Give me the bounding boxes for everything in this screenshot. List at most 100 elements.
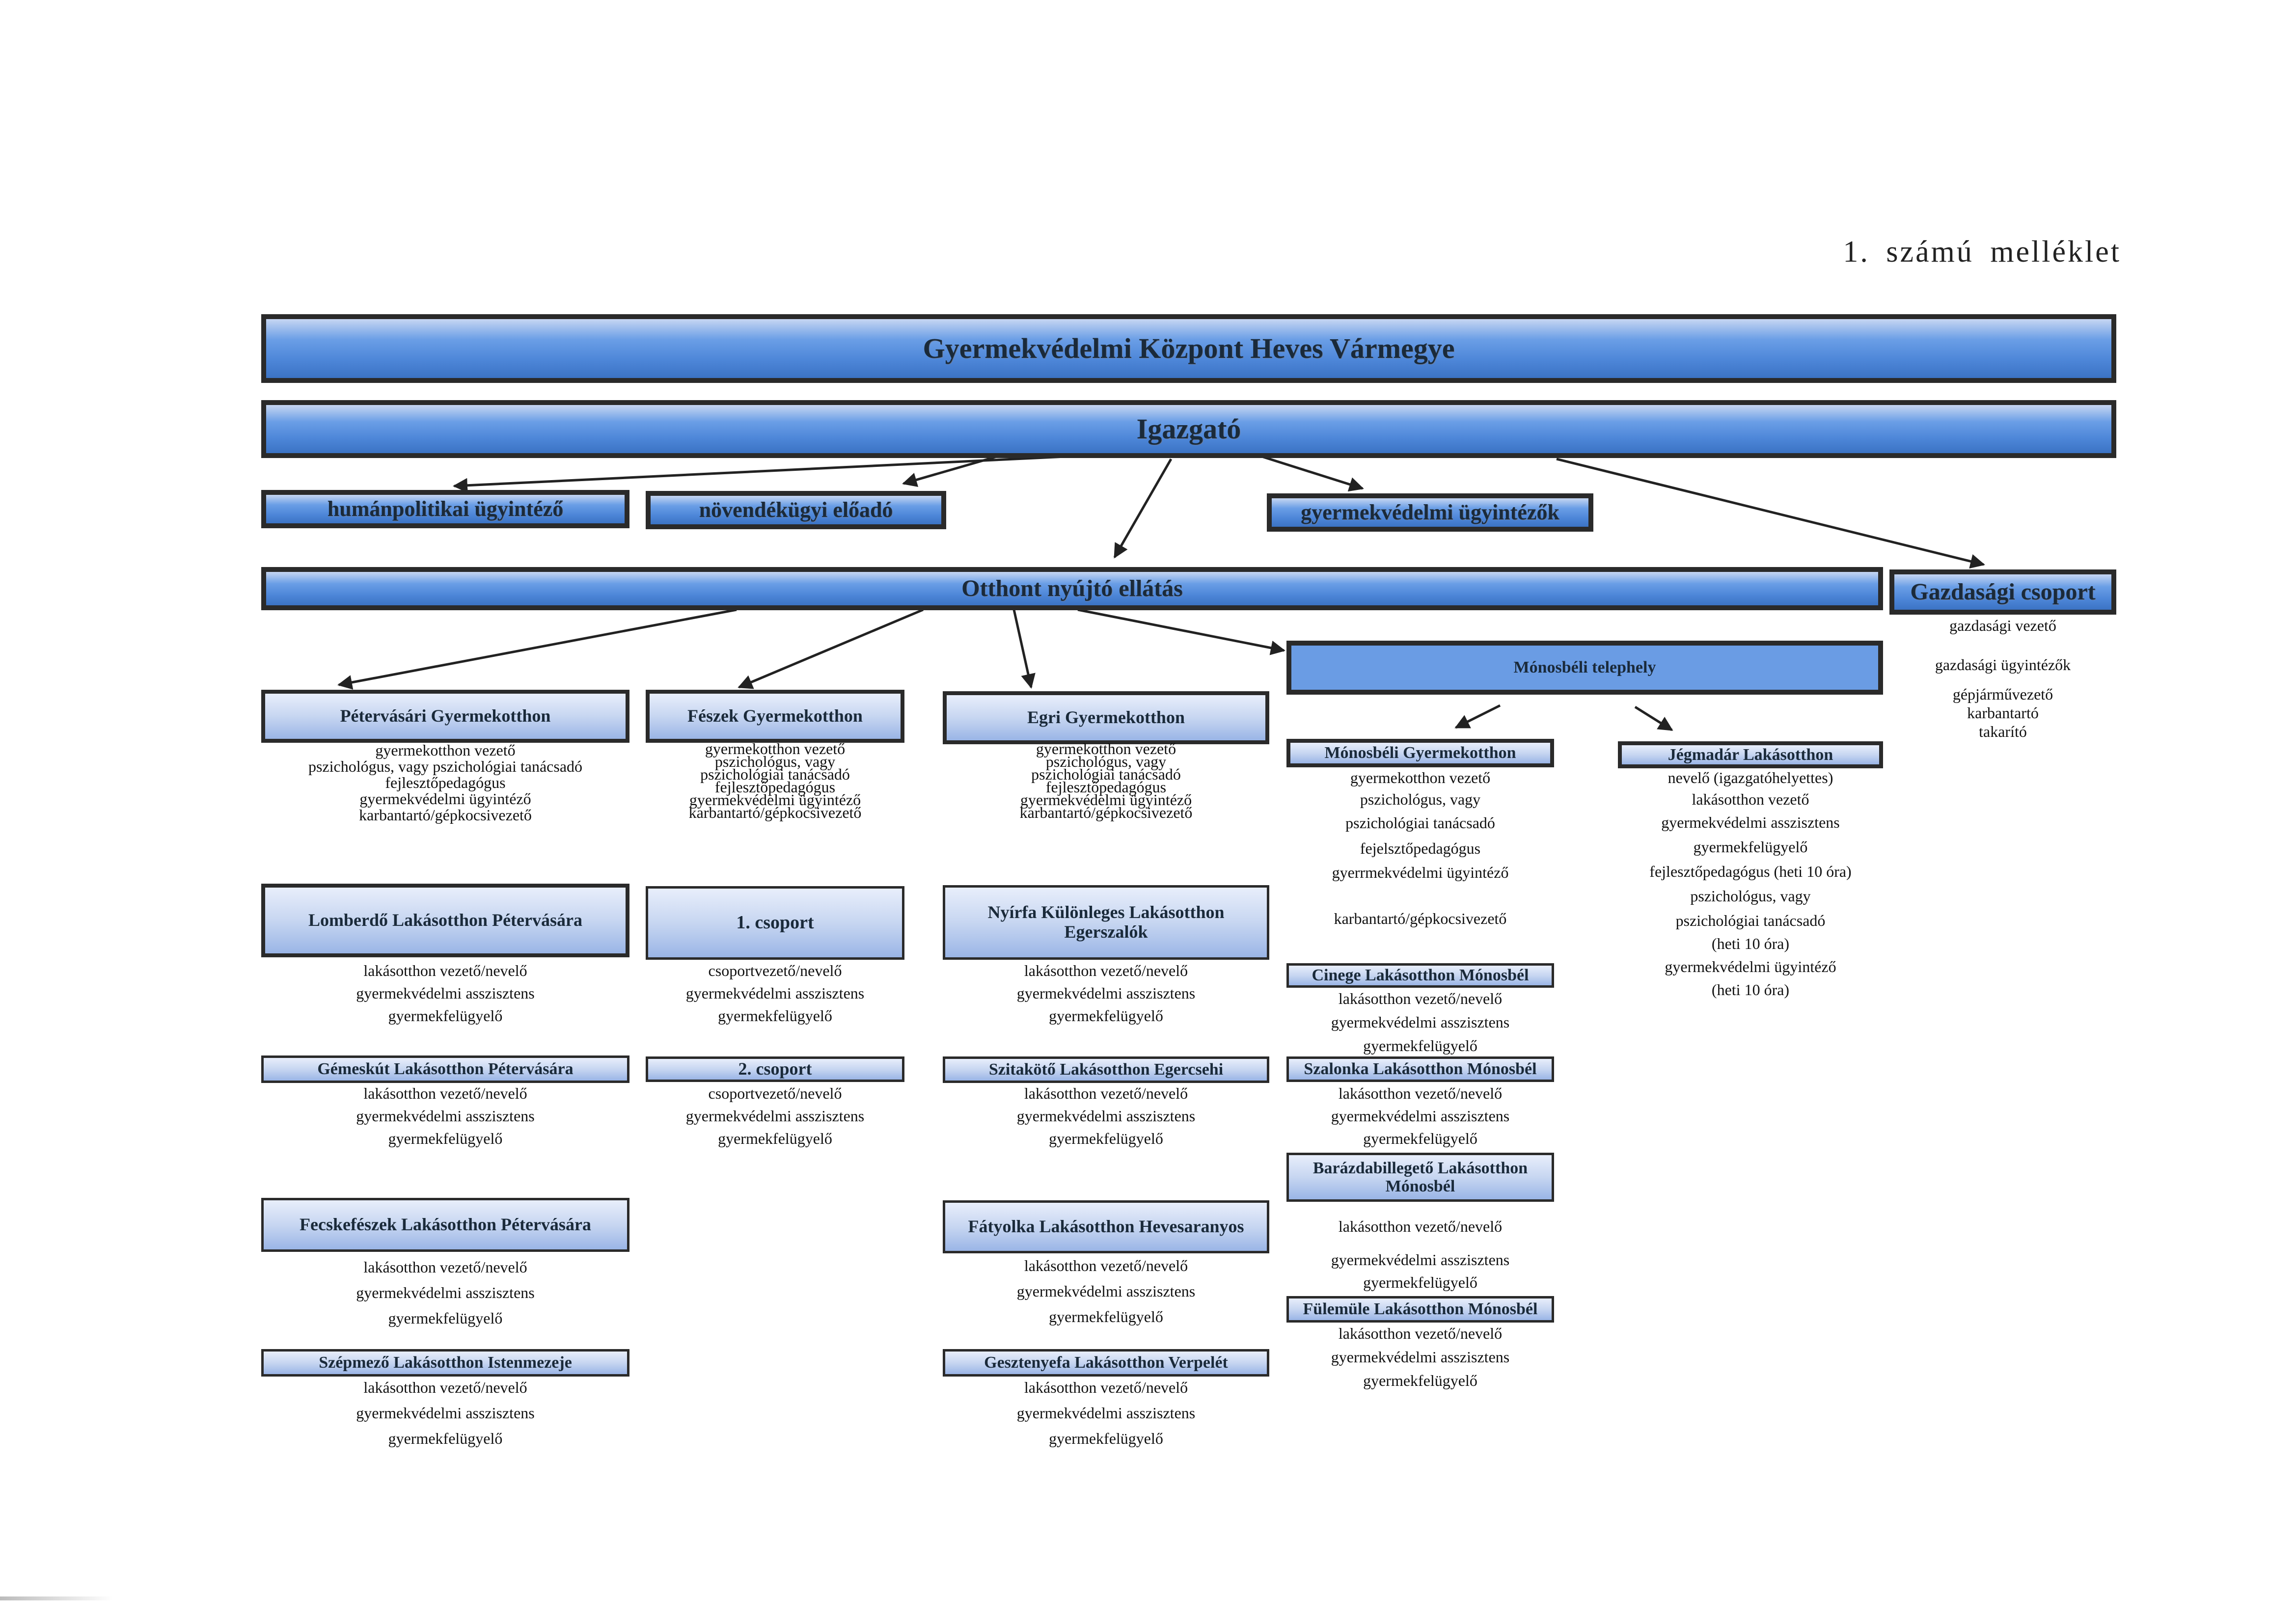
unit-title: Lomberdő Lakásotthon Pétervására xyxy=(308,910,582,930)
role: lakásotthon vezető/nevelő xyxy=(1338,990,1503,1007)
role: pszichológus, vagy xyxy=(1045,753,1167,770)
role: gyermekotthon vezető xyxy=(1036,740,1176,757)
role: gyermekvédelmi asszisztens xyxy=(356,1404,535,1422)
unit-roles: lakásotthon vezető/nevelő gyermekvédelmi… xyxy=(943,1375,1269,1451)
role: gyermekfelügyelő xyxy=(1049,1130,1163,1147)
staff-label: gyermekvédelmi ügyintézők xyxy=(1301,500,1559,524)
arrow-director-to-hr xyxy=(453,455,1066,493)
role: gyermekvédelmi asszisztens xyxy=(1016,1107,1196,1125)
arrow-care-to-petervasar xyxy=(337,608,737,690)
care-unit-box: Otthont nyújtó ellátás xyxy=(261,567,1883,610)
annex-caption: 1. számú melléklet xyxy=(1843,235,2121,269)
unit-title: Szalonka Lakásotthon Mónosbél xyxy=(1304,1060,1537,1079)
role: gyermekfelügyelő xyxy=(1049,1430,1163,1447)
role: gyermekfelügyelő xyxy=(718,1007,832,1025)
home-roles: gyermekotthon vezető pszichológus, vagy … xyxy=(1286,767,1554,930)
site-title: Mónosbéli telephely xyxy=(1513,658,1656,677)
home-title: Fészek Gyermekotthon xyxy=(687,706,863,726)
role: gyermekvédelmi asszisztens xyxy=(356,1107,535,1125)
role: gyermekfelügyelő xyxy=(1363,1273,1477,1291)
role: fejlesztőpedagógus xyxy=(1045,778,1167,796)
role: lakásotthon vezető/nevelő xyxy=(1338,1325,1503,1342)
role: gazdasági vezető xyxy=(1949,617,2056,634)
unit-roles: lakásotthon vezető/nevelő gyermekvédelmi… xyxy=(261,1375,629,1451)
role: lakásotthon vezető/nevelő xyxy=(1024,1084,1188,1102)
role: gyermekotthon vezető xyxy=(705,740,846,757)
home-roles: gyermekotthon vezető pszichológus, vagy … xyxy=(943,740,1269,820)
unit-title: 1. csoport xyxy=(736,912,814,933)
role: gyermekvédelmi asszisztens xyxy=(356,984,535,1002)
role: gyermekfelügyelő xyxy=(388,1007,503,1025)
home-title: Pétervásári Gyermekotthon xyxy=(340,706,551,726)
home-title: Egri Gyermekotthon xyxy=(1027,707,1185,728)
unit-title-line: Barázdabillegető Lakásotthon xyxy=(1312,1159,1528,1177)
unit-roles: lakásotthon vezető/nevelő gyermekvédelmi… xyxy=(261,1082,629,1150)
home-box-monosbel: Mónosbéli Gyermekotthon xyxy=(1286,739,1554,767)
role: gyermekotthon vezető xyxy=(1350,769,1491,786)
director-title: Igazgató xyxy=(1136,413,1241,445)
role: gyermekfelügyelő xyxy=(1363,1037,1477,1055)
root-title: Gyermekvédelmi Központ Heves Vármegye xyxy=(923,332,1455,365)
unit-box: 2. csoport xyxy=(646,1056,904,1082)
unit-roles: lakásotthon vezető/nevelő gyermekvédelmi… xyxy=(1286,987,1554,1057)
role: gyerrmekvédelmi ügyintéző xyxy=(1332,864,1509,881)
role: lakásotthon vezető/nevelő xyxy=(363,1084,527,1102)
role: karbantartó/gépkocsivezető xyxy=(1334,910,1507,927)
unit-roles: csoportvezető/nevelő gyermekvédelmi assz… xyxy=(646,1082,904,1150)
unit-roles: lakásotthon vezető/nevelő gyermekvédelmi… xyxy=(1286,1322,1554,1392)
role: gyermekotthon vezető xyxy=(375,741,516,759)
role: lakásotthon vezető/nevelő xyxy=(1024,1257,1188,1274)
staff-box-wards: növendékügyi előadó xyxy=(646,491,946,529)
unit-box: Fecskefészek Lakásotthon Pétervására xyxy=(261,1198,629,1252)
home-box-jegmadar: Jégmadár Lakásotthon xyxy=(1618,741,1883,768)
unit-box: Gémeskút Lakásotthon Pétervására xyxy=(261,1055,629,1083)
role: csoportvezető/nevelő xyxy=(708,1084,842,1102)
unit-roles: csoportvezető/nevelő gyermekvédelmi assz… xyxy=(646,959,904,1027)
role: pszichológiai tanácsadó xyxy=(1675,912,1826,929)
unit-box: Fülemüle Lakásotthon Mónosbél xyxy=(1286,1296,1554,1323)
care-unit-title: Otthont nyújtó ellátás xyxy=(961,575,1183,601)
site-box: Mónosbéli telephely xyxy=(1286,641,1883,695)
home-box-petervasar: Pétervásári Gyermekotthon xyxy=(261,690,629,743)
unit-box: Lomberdő Lakásotthon Pétervására xyxy=(261,884,629,957)
unit-box: Szitakötő Lakásotthon Egercsehi xyxy=(943,1056,1269,1083)
unit-title: Gémeskút Lakásotthon Pétervására xyxy=(317,1060,574,1079)
role: lakásotthon vezető xyxy=(1692,790,1809,808)
role: lakásotthon vezető/nevelő xyxy=(1338,1084,1503,1102)
unit-box: Fátyolka Lakásotthon Hevesaranyos xyxy=(943,1200,1269,1253)
unit-title: Szitakötő Lakásotthon Egercsehi xyxy=(988,1060,1224,1079)
role: fejelsztőpedagógus xyxy=(1360,839,1481,857)
role: gyermekfelügyelő xyxy=(1049,1007,1163,1025)
unit-roles: lakásotthon vezető/nevelő gyermekvédelmi… xyxy=(943,1253,1269,1329)
home-title: Mónosbéli Gyermekotthon xyxy=(1324,744,1516,762)
arrow-director-to-wards xyxy=(902,455,997,487)
arrow-site-to-monosbel xyxy=(1454,704,1501,729)
unit-title: Fecskefészek Lakásotthon Pétervására xyxy=(300,1215,591,1235)
role: nevelő (igazgatóhelyettes) xyxy=(1667,769,1833,786)
arrow-director-to-childprot xyxy=(1261,455,1364,492)
unit-box: Nyírfa Különleges Lakásotthon Egerszalók xyxy=(943,885,1269,960)
unit-box: Gesztenyefa Lakásotthon Verpelét xyxy=(943,1349,1269,1377)
role: gyermekvédelmi asszisztens xyxy=(1331,1107,1510,1125)
role: pszichológus, vagy xyxy=(714,753,836,770)
unit-roles: lakásotthon vezető/nevelő gyermekvédelmi… xyxy=(943,959,1269,1027)
role: pszichológus, vagy pszichológiai tanácsa… xyxy=(308,757,583,775)
unit-roles: lakásotthon vezető/nevelő gyermekvédelmi… xyxy=(1286,1082,1554,1150)
unit-roles: lakásotthon vezető/nevelő gyermekvédelmi… xyxy=(261,959,629,1027)
role: karbantartó/gépkocsivezető xyxy=(688,804,862,821)
role: karbantartó/gépkocsivezető xyxy=(359,806,532,824)
role: (heti 10 óra) xyxy=(1711,935,1790,952)
unit-roles: lakásotthon vezető/nevelő gyermekvédelmi… xyxy=(1286,1212,1554,1292)
staff-label: növendékügyi előadó xyxy=(699,497,893,522)
arrow-director-to-economic xyxy=(1556,458,1985,569)
home-box-egri: Egri Gyermekotthon xyxy=(943,691,1269,744)
unit-title: Fülemüle Lakásotthon Mónosbél xyxy=(1303,1300,1538,1319)
unit-title-line: Mónosbél xyxy=(1385,1177,1455,1195)
role: fejlesztőpedagógus (heti 10 óra) xyxy=(1649,863,1852,880)
role: gyermekfelügyelő xyxy=(1363,1130,1477,1147)
role: fejlesztőpedagógus xyxy=(714,778,836,796)
unit-title: Gesztenyefa Lakásotthon Verpelét xyxy=(984,1353,1228,1372)
role: (heti 10 óra) xyxy=(1711,981,1790,999)
arrow-director-to-care xyxy=(1113,458,1173,559)
home-title: Jégmadár Lakásotthon xyxy=(1667,745,1833,764)
